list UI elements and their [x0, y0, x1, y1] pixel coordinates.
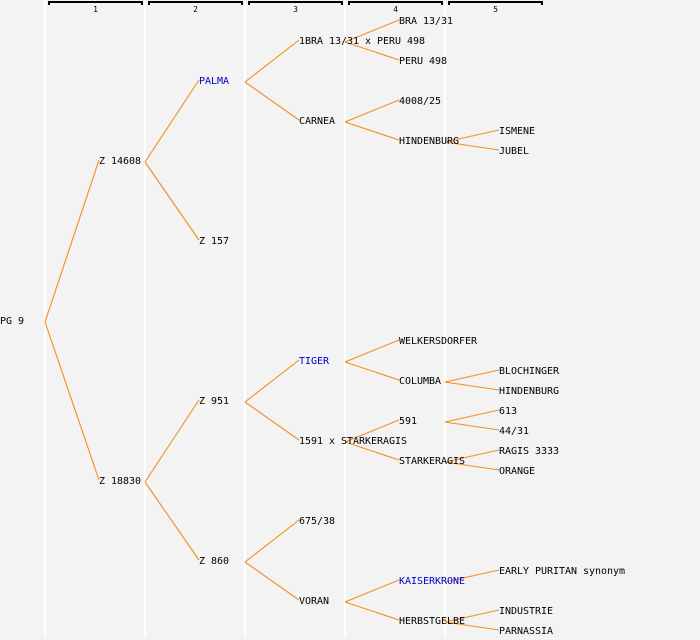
pedigree-link — [344, 339, 400, 363]
pedigree-link — [144, 161, 200, 241]
pedigree-link — [244, 81, 300, 121]
pedigree-node: Z 18830 — [99, 476, 142, 487]
pedigree-link — [344, 41, 400, 61]
pedigree-link — [444, 421, 500, 431]
column-separator — [244, 0, 246, 638]
pedigree-link — [244, 401, 300, 441]
pedigree-node: HINDENBURG — [499, 386, 560, 397]
pedigree-node: 1BRA 13/31 x PERU 498 — [299, 36, 426, 47]
pedigree-node: Z 14608 — [99, 156, 142, 167]
pedigree-node[interactable]: PALMA — [199, 76, 230, 87]
pedigree-node: 613 — [499, 406, 518, 417]
pedigree-link — [244, 519, 300, 563]
pedigree-link — [344, 19, 400, 43]
pedigree-node: PERU 498 — [399, 56, 448, 67]
pedigree-link — [444, 369, 500, 383]
pedigree-node: EARLY PURITAN synonym — [499, 566, 626, 577]
pedigree-link — [144, 399, 200, 483]
generation-header-1: 1 — [48, 1, 143, 14]
pedigree-link — [344, 99, 400, 123]
pedigree-node: INDUSTRIE — [499, 606, 554, 617]
generation-header-4: 4 — [348, 1, 443, 14]
pedigree-node: Z 157 — [199, 236, 230, 247]
pedigree-node: Z 860 — [199, 556, 230, 567]
pedigree-link — [244, 39, 300, 83]
pedigree-node: HERBSTGELBE — [399, 616, 466, 627]
pedigree-node: STARKERAGIS — [399, 456, 466, 467]
pedigree-link — [344, 121, 400, 141]
pedigree-link — [444, 449, 500, 463]
pedigree-link — [444, 609, 500, 623]
column-separator — [344, 0, 346, 638]
pedigree-node: COLUMBA — [399, 376, 442, 387]
pedigree-node: BRA 13/31 — [399, 16, 454, 27]
pedigree-node: 591 — [399, 416, 418, 427]
pedigree-link — [244, 359, 300, 403]
pedigree-node: WELKERSDORFER — [399, 336, 478, 347]
pedigree-node: ISMENE — [499, 126, 536, 137]
pedigree-node: RAGIS 3333 — [499, 446, 560, 457]
column-separator — [444, 0, 446, 638]
pedigree-node: CARNEA — [299, 116, 336, 127]
generation-number: 3 — [293, 5, 298, 14]
pedigree-link — [144, 79, 200, 163]
generation-number: 4 — [393, 5, 398, 14]
pedigree-node: ORANGE — [499, 466, 536, 477]
pedigree-link — [344, 441, 400, 461]
pedigree-link — [344, 419, 400, 443]
generation-header-2: 2 — [148, 1, 243, 14]
pedigree-node: PARNASSIA — [499, 626, 554, 637]
pedigree-link — [444, 409, 500, 423]
pedigree-link — [44, 321, 100, 481]
pedigree-node: 44/31 — [499, 426, 530, 437]
pedigree-link — [344, 579, 400, 603]
pedigree-link — [444, 381, 500, 391]
generation-number: 1 — [93, 5, 98, 14]
pedigree-link — [244, 561, 300, 601]
generation-header-5: 5 — [448, 1, 543, 14]
pedigree-link — [144, 481, 200, 561]
pedigree-root: PG 9 — [0, 316, 25, 327]
pedigree-node[interactable]: KAISERKRONE — [399, 576, 466, 587]
pedigree-link — [444, 129, 500, 143]
pedigree-link — [44, 159, 100, 323]
pedigree-node: 4008/25 — [399, 96, 442, 107]
pedigree-link — [344, 601, 400, 621]
generation-number: 2 — [193, 5, 198, 14]
pedigree-link — [444, 141, 500, 151]
pedigree-node: Z 951 — [199, 396, 230, 407]
generation-header-3: 3 — [248, 1, 343, 14]
pedigree-node: JUBEL — [499, 146, 530, 157]
pedigree-node: 1591 x STARKERAGIS — [299, 436, 408, 447]
pedigree-node: VORAN — [299, 596, 330, 607]
pedigree-node: HINDENBURG — [399, 136, 460, 147]
pedigree-node[interactable]: TIGER — [299, 356, 330, 367]
column-separator — [144, 0, 146, 638]
pedigree-node: 675/38 — [299, 516, 336, 527]
pedigree-link — [444, 569, 500, 583]
pedigree-node: BLOCHINGER — [499, 366, 560, 377]
pedigree-link — [444, 461, 500, 471]
pedigree-link — [444, 621, 500, 631]
pedigree-link — [344, 361, 400, 381]
column-separator — [44, 0, 46, 638]
generation-number: 5 — [493, 5, 498, 14]
